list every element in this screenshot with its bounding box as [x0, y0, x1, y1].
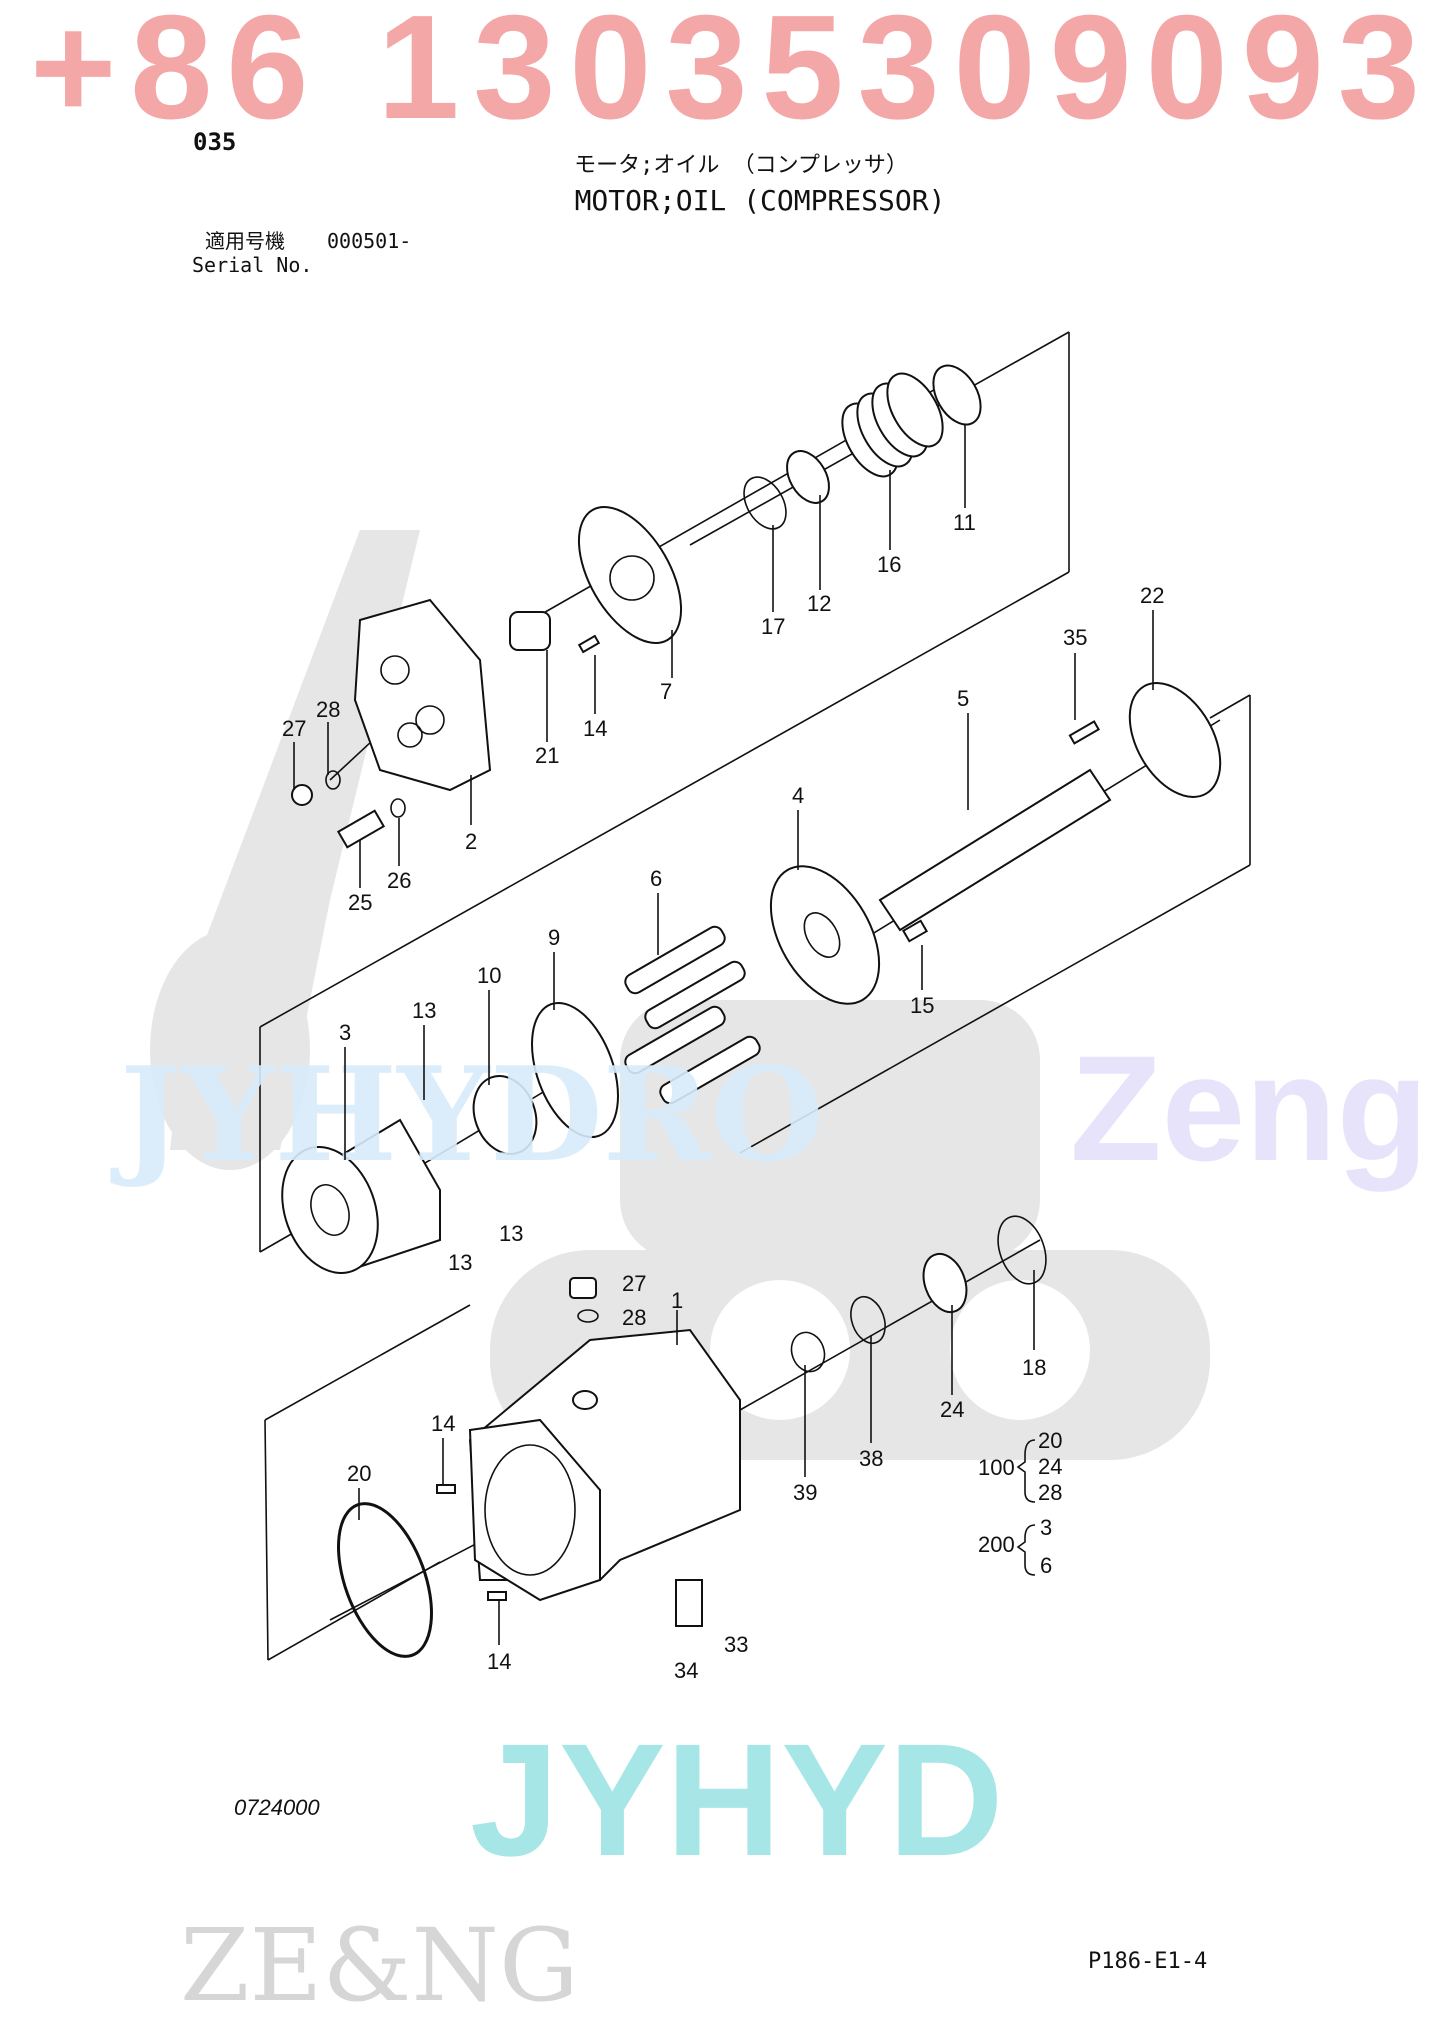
- leader-lines: [293, 425, 1154, 1645]
- ring-12: [786, 450, 830, 504]
- callout: 9: [548, 925, 560, 950]
- page-code: 035: [193, 128, 236, 156]
- callout: 27: [622, 1271, 646, 1296]
- callout: 28: [622, 1305, 646, 1330]
- callout: 28: [316, 697, 340, 722]
- ring-38: [850, 1295, 886, 1345]
- plate-7: [577, 506, 683, 644]
- callout: 13: [499, 1221, 523, 1246]
- callout: 39: [793, 1480, 817, 1505]
- parts: [281, 364, 1222, 1658]
- snap-ring-17: [743, 476, 787, 530]
- o-ring-28: [325, 770, 341, 790]
- pistons-6: [624, 925, 761, 1105]
- ring-39: [790, 1331, 826, 1373]
- callout: 17: [761, 614, 785, 639]
- bearing-22: [1128, 682, 1222, 798]
- kit-number: 200: [978, 1532, 1015, 1557]
- callout: 24: [940, 1397, 964, 1422]
- kit-item: 28: [1038, 1480, 1062, 1505]
- page-reference: P186-E1-4: [1088, 1949, 1207, 1974]
- o-ring-28-lower: [577, 1309, 599, 1323]
- key-35: [1068, 720, 1100, 745]
- plate-4: [769, 865, 881, 1005]
- callout: 1: [671, 1288, 683, 1313]
- callout: 34: [674, 1658, 698, 1683]
- plate-9: [531, 1001, 619, 1139]
- plug-27b: [572, 1390, 598, 1410]
- kit-100: 100 20 24 28: [978, 1428, 1062, 1505]
- callout: 33: [724, 1632, 748, 1657]
- pin-14b: [487, 1591, 507, 1601]
- callout: 10: [477, 963, 501, 988]
- callout: 38: [859, 1446, 883, 1471]
- o-ring-20: [337, 1502, 433, 1658]
- callout: 26: [387, 868, 411, 893]
- bearing-10: [472, 1075, 538, 1155]
- pin-15: [901, 919, 929, 943]
- callout: 27: [282, 716, 306, 741]
- callout: 15: [910, 993, 934, 1018]
- callout: 12: [807, 591, 831, 616]
- washer-26: [390, 798, 406, 818]
- kit-item: 24: [1038, 1454, 1062, 1479]
- callout: 20: [347, 1461, 371, 1486]
- callout: 13: [448, 1250, 472, 1275]
- pin-14a: [436, 1484, 456, 1494]
- callout: 14: [431, 1411, 455, 1436]
- cover-2: [353, 598, 492, 792]
- callout: 6: [650, 866, 662, 891]
- plug-27-lower: [569, 1277, 597, 1299]
- callout: 18: [1022, 1355, 1046, 1380]
- kit-item: 3: [1040, 1515, 1052, 1540]
- bolt-25: [336, 809, 386, 849]
- shaft-5: [878, 768, 1112, 932]
- plug-27: [291, 784, 313, 806]
- serial-label-en: Serial No.: [192, 253, 312, 277]
- callout: 11: [953, 510, 976, 535]
- serial-label-jp: 適用号機: [205, 229, 285, 253]
- callout: 21: [535, 743, 559, 768]
- logo-letters: ZE&NG: [180, 1907, 579, 2024]
- ring-11: [932, 364, 982, 426]
- brand-watermark-mid: JYHYDRO: [110, 1038, 824, 1191]
- title-english: MOTOR;OIL (COMPRESSOR): [575, 184, 946, 217]
- plate-34: [675, 1579, 703, 1627]
- kit-200: 200 3 6: [978, 1515, 1052, 1578]
- callout: 35: [1063, 625, 1087, 650]
- bearing-21: [509, 611, 551, 651]
- serial-value: 000501-: [327, 229, 411, 253]
- phone-watermark: +86 13035309093: [30, 0, 1420, 150]
- callout: 7: [660, 679, 672, 704]
- drawing-number: 0724000: [234, 1795, 320, 1820]
- callout: 16: [877, 552, 901, 577]
- callout: 22: [1140, 583, 1164, 608]
- callout: 25: [348, 890, 372, 915]
- callout: 14: [487, 1649, 511, 1674]
- ring-24: [922, 1252, 968, 1314]
- brand-watermark-right: Zeng: [1070, 1024, 1428, 1192]
- callout-labels: 11 16 12 17 7 14 21 22 35 5 4 6 27 28 2 …: [282, 510, 1164, 1683]
- callout: 3: [339, 1020, 351, 1045]
- callout: 5: [957, 686, 969, 711]
- kit-item: 20: [1038, 1428, 1062, 1453]
- callout: 4: [792, 783, 804, 808]
- callout: 14: [583, 716, 607, 741]
- title-japanese: モータ;オイル （コンプレッサ）: [574, 153, 908, 178]
- pin-14: [577, 634, 601, 654]
- kit-item: 6: [1040, 1553, 1052, 1578]
- callout: 2: [465, 829, 477, 854]
- spring-16: [841, 372, 944, 478]
- callout: 13: [412, 998, 436, 1023]
- kit-number: 100: [978, 1455, 1015, 1480]
- brand-watermark-bottom: JYHYD: [470, 1710, 1004, 1889]
